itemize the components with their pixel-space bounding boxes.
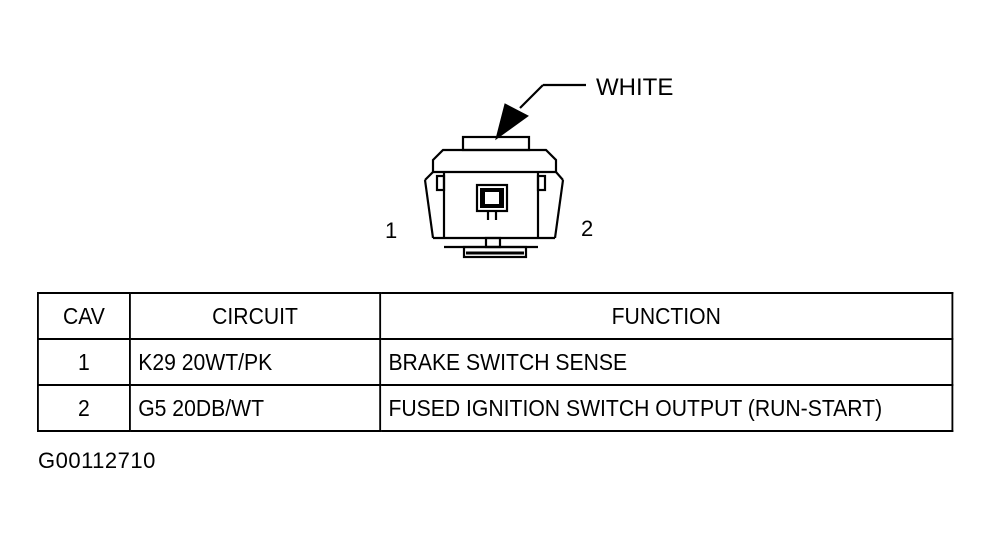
cell-circuit: G5 20DB/WT — [128, 384, 382, 432]
cell-cav: 1 — [36, 338, 131, 386]
cell-function: FUSED IGNITION SWITCH OUTPUT (RUN-START) — [379, 384, 954, 432]
header-circuit: CIRCUIT — [128, 292, 382, 340]
figure-id: G00112710 — [38, 448, 156, 473]
header-function: FUNCTION — [379, 292, 954, 340]
cell-circuit: K29 20WT/PK — [128, 338, 382, 386]
pin-label-1: 1 — [385, 218, 397, 243]
header-cav: CAV — [36, 292, 131, 340]
pin-label-2: 2 — [581, 216, 593, 241]
color-callout-arrow — [495, 83, 586, 141]
table-header-row: CAV CIRCUIT FUNCTION — [36, 292, 954, 340]
color-label: WHITE — [596, 74, 673, 101]
pinout-table: CAV CIRCUIT FUNCTION 1 K29 20WT/PK BRAKE… — [36, 292, 954, 432]
connector-body — [423, 135, 565, 259]
table-row: 1 K29 20WT/PK BRAKE SWITCH SENSE — [36, 338, 954, 386]
table-row: 2 G5 20DB/WT FUSED IGNITION SWITCH OUTPU… — [36, 384, 954, 432]
cell-function: BRAKE SWITCH SENSE — [379, 338, 954, 386]
connector-diagram: WHITE 1 2 — [385, 74, 673, 259]
cell-cav: 2 — [36, 384, 131, 432]
